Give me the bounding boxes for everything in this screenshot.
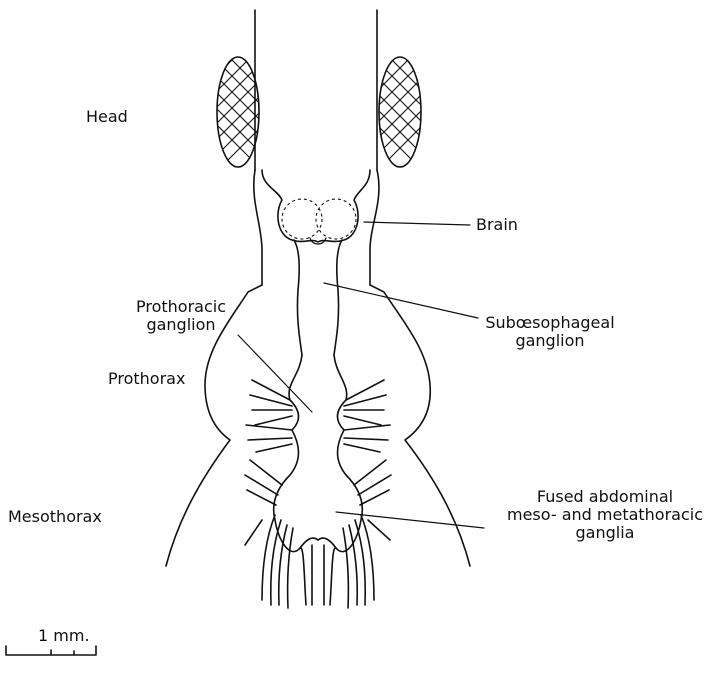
label-suboesophageal-line2: ganglion xyxy=(470,332,630,350)
neck-connectives xyxy=(294,240,342,355)
label-fused-line3: ganglia xyxy=(500,524,710,542)
label-prothorax: Prothorax xyxy=(108,370,185,388)
nerve-branches xyxy=(245,380,391,608)
left-compound-eye xyxy=(180,0,300,208)
label-mesothorax: Mesothorax xyxy=(8,508,102,526)
label-suboesophageal-line1: Subœsophageal xyxy=(470,314,630,332)
scale-bar xyxy=(6,646,96,655)
label-brain: Brain xyxy=(476,216,518,234)
label-suboesophageal-ganglion: Subœsophageal ganglion xyxy=(470,314,630,350)
label-prothoracic-ganglion: Prothoracic ganglion xyxy=(126,298,236,334)
label-head: Head xyxy=(86,108,128,126)
leader-lines xyxy=(238,222,484,528)
label-fused-line2: meso- and metathoracic xyxy=(500,506,710,524)
brain-lobes xyxy=(262,170,370,244)
label-prothoracic-ganglion-line2: ganglion xyxy=(126,316,236,334)
right-compound-eye xyxy=(340,0,460,208)
scale-bar-label: 1 mm. xyxy=(38,627,90,645)
label-fused-ganglia: Fused abdominal meso- and metathoracic g… xyxy=(500,488,710,542)
ventral-nerve-cord xyxy=(274,355,363,605)
label-fused-line1: Fused abdominal xyxy=(500,488,710,506)
label-prothoracic-ganglion-line1: Prothoracic xyxy=(126,298,236,316)
